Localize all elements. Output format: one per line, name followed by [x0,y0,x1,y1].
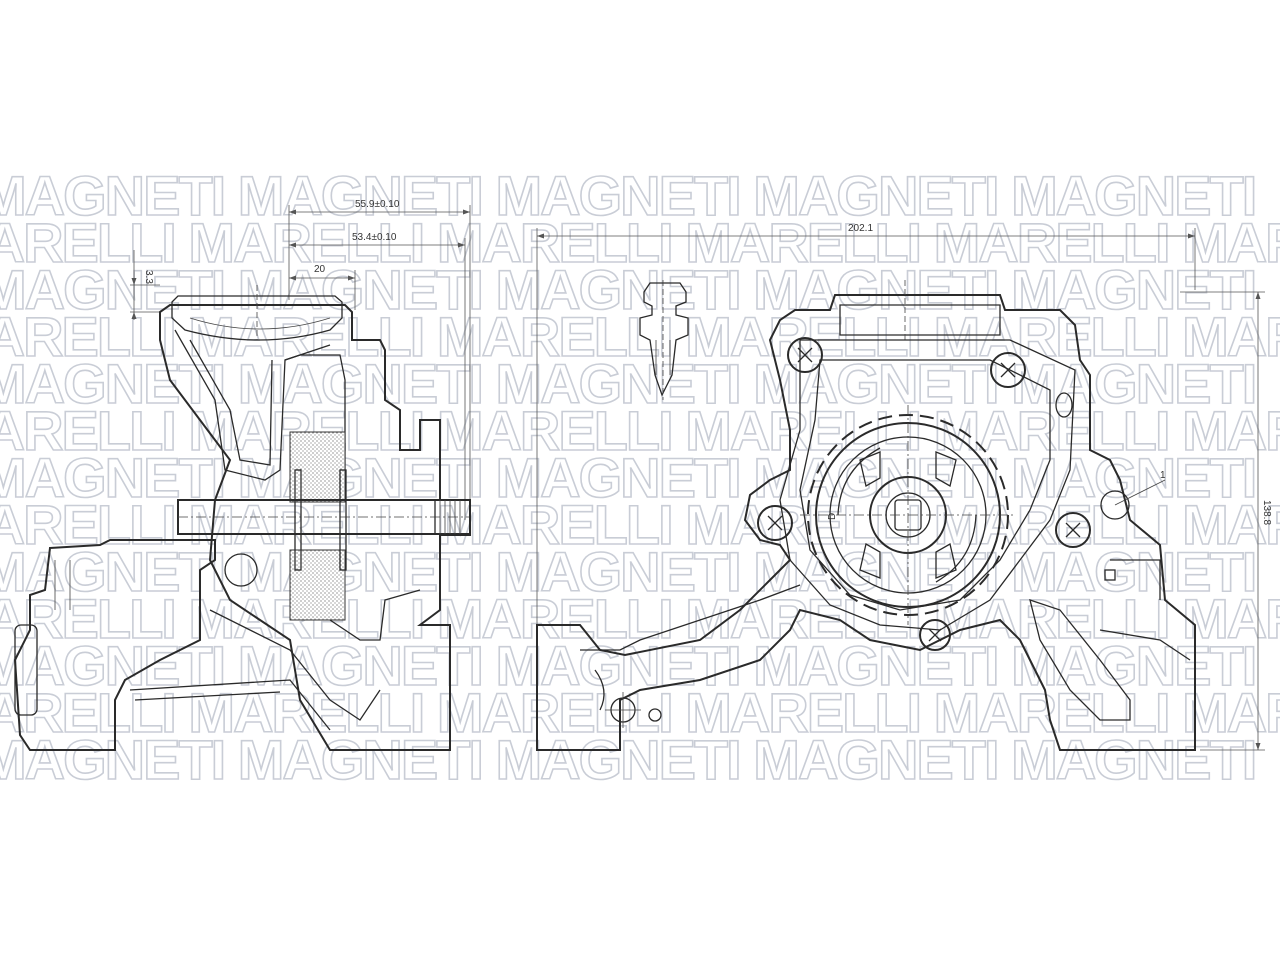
watermark-line: MAGNETI MAGNETI MAGNETI MAGNETI MAGNETI [0,164,1255,227]
oil-pickup-tube [580,584,801,728]
dim-inner-label: 53.4±0.10 [352,232,397,243]
watermark-line: MAGNETI MAGNETI MAGNETI MAGNETI MAGNETI [0,258,1255,321]
watermark-line: MAGNETI MAGNETI MAGNETI MAGNETI MAGNETI [0,540,1255,603]
dimension-flange: 20 [289,264,356,310]
watermark-line: MAGNETI MAGNETI MAGNETI MAGNETI MAGNETI [0,634,1255,697]
dim-flange-label: 20 [314,264,326,275]
drive-shaft [177,499,471,535]
plug-fitting [639,280,689,400]
watermark: MAGNETI MAGNETI MAGNETI MAGNETI MAGNETI … [0,164,1280,791]
relief-valve-bore [224,553,258,587]
arrow-label: 1 [1160,470,1166,481]
front-view: 202.1 138.8 [536,223,1272,751]
mounting-bolt [757,505,793,541]
dim-width-label: 202.1 [848,223,873,234]
relief-port: 1 [1055,392,1166,520]
mounting-bolt [919,619,951,651]
dimension-lip: 3.3 [130,250,160,320]
dimension-overall: 55.9±0.10 [288,199,471,520]
drive-sprocket: D [800,405,1015,625]
mounting-bolt [1055,512,1091,548]
dimension-inner: 53.4±0.10 [289,232,466,520]
watermark-line: MAGNETI MAGNETI MAGNETI MAGNETI MAGNETI [0,728,1255,791]
dim-lip-label: 3.3 [143,270,154,284]
pump-cover [171,295,343,341]
rotor-section-upper [289,431,346,503]
dim-height-label: 138.8 [1261,500,1272,525]
pump-body [536,294,1196,751]
rotation-label: D [827,513,838,520]
mounting-bolt [990,352,1026,388]
watermark-line: MARELLI MARELLI MARELLI MARELLI MARELLI … [0,211,1280,274]
watermark-line: MARELLI MARELLI MARELLI MARELLI MARELLI … [0,399,1280,462]
dim-overall-label: 55.9±0.10 [355,199,400,210]
rotor-section-lower [289,549,346,621]
mounting-bolt [787,337,823,373]
side-view: 55.9±0.10 53.4±0.10 20 3.3 [13,199,471,751]
mounting-bracket [13,539,216,751]
dimension-height: 138.8 [1180,291,1272,751]
watermark-line: MAGNETI MAGNETI MAGNETI MAGNETI MAGNETI [0,352,1255,415]
